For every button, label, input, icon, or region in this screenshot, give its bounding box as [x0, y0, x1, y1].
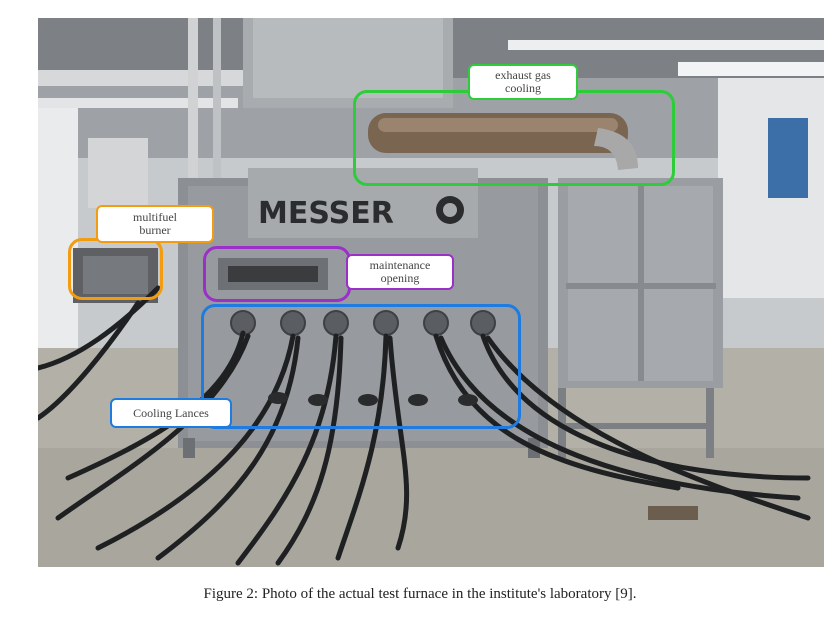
maintenance-opening-text: maintenance opening	[369, 258, 431, 285]
multifuel-burner-text: multifuel burner	[133, 210, 177, 237]
furnace-photo-drawing: MESSER	[38, 18, 824, 567]
messer-sign: MESSER	[258, 196, 394, 231]
multifuel-burner-label: multifuel burner	[96, 205, 214, 243]
multifuel-burner-box	[68, 238, 163, 300]
maintenance-opening-label: maintenance opening	[346, 254, 454, 290]
cooling-lances-box	[201, 304, 521, 429]
figure-caption: Figure 2: Photo of the actual test furna…	[203, 586, 637, 602]
furnace-photo: MESSER	[38, 18, 824, 567]
cooling-lances-label: Cooling Lances	[110, 398, 232, 428]
cooling-lances-text: Cooling Lances	[133, 405, 209, 420]
exhaust-gas-cooling-label: exhaust gas cooling	[468, 64, 578, 100]
exhaust-gas-cooling-box	[353, 90, 675, 186]
maintenance-opening-box	[203, 246, 351, 302]
exhaust-gas-cooling-text: exhaust gas cooling	[495, 68, 551, 95]
